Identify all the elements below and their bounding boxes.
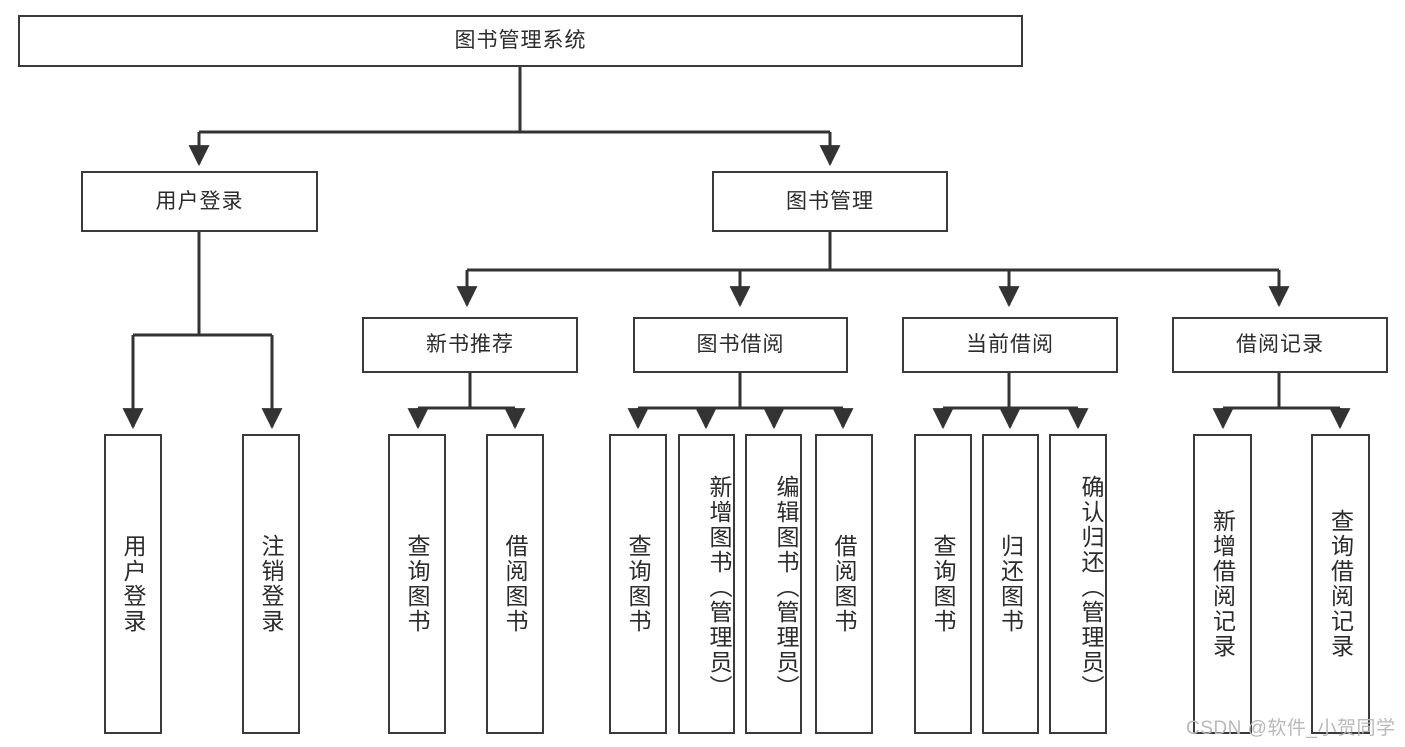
node-current-borrow[interactable]: 当前借阅 — [902, 317, 1118, 373]
csdn-watermark: CSDN @软件_小贺同学 — [1186, 718, 1396, 739]
node-leaf-confirm-return-admin-label: 确认归还（管理员） — [1078, 474, 1104, 700]
node-user-login[interactable]: 用户登录 — [81, 171, 318, 232]
node-leaf-user-login-label: 用户登录 — [120, 534, 147, 634]
node-book-management[interactable]: 图书管理 — [712, 171, 948, 232]
node-book-borrow[interactable]: 图书借阅 — [633, 317, 848, 373]
node-leaf-confirm-return-admin[interactable]: 确认归还（管理员） — [1049, 434, 1107, 734]
node-book-management-label: 图书管理 — [786, 189, 874, 213]
node-leaf-add-book-admin-label: 新增图书（管理员） — [706, 474, 732, 700]
node-leaf-query-book-borrow[interactable]: 查询图书 — [609, 434, 667, 734]
node-leaf-logout[interactable]: 注销登录 — [242, 434, 300, 734]
node-borrow-record-label: 借阅记录 — [1236, 333, 1324, 357]
node-root-label: 图书管理系统 — [454, 29, 587, 53]
node-leaf-query-borrow-record[interactable]: 查询借阅记录 — [1311, 434, 1370, 734]
node-book-borrow-label: 图书借阅 — [696, 333, 785, 357]
node-leaf-query-book-borrow-label: 查询图书 — [625, 534, 652, 634]
node-new-book-recommend-label: 新书推荐 — [426, 333, 514, 357]
node-leaf-user-login[interactable]: 用户登录 — [104, 434, 162, 734]
node-leaf-add-book-admin[interactable]: 新增图书（管理员） — [678, 434, 735, 734]
node-leaf-add-borrow-record[interactable]: 新增借阅记录 — [1193, 434, 1252, 734]
node-leaf-edit-book-admin-label: 编辑图书（管理员） — [773, 474, 799, 700]
node-leaf-logout-label: 注销登录 — [258, 534, 285, 634]
node-root-book-management-system[interactable]: 图书管理系统 — [18, 15, 1023, 67]
node-current-borrow-label: 当前借阅 — [966, 333, 1054, 357]
node-user-login-label: 用户登录 — [155, 189, 244, 213]
node-leaf-borrow-book-recommend-label: 借阅图书 — [502, 534, 529, 634]
node-leaf-query-book-recommend[interactable]: 查询图书 — [388, 434, 446, 734]
node-leaf-lend-book[interactable]: 借阅图书 — [815, 434, 873, 734]
node-leaf-edit-book-admin[interactable]: 编辑图书（管理员） — [745, 434, 802, 734]
node-borrow-record[interactable]: 借阅记录 — [1172, 317, 1388, 373]
node-leaf-query-borrow-record-label: 查询借阅记录 — [1327, 509, 1354, 659]
node-leaf-borrow-book-recommend[interactable]: 借阅图书 — [486, 434, 544, 734]
node-leaf-add-borrow-record-label: 新增借阅记录 — [1209, 509, 1236, 659]
node-leaf-return-book[interactable]: 归还图书 — [982, 434, 1039, 734]
node-leaf-query-book-current-label: 查询图书 — [930, 534, 957, 634]
node-leaf-query-book-recommend-label: 查询图书 — [404, 534, 431, 634]
node-leaf-query-book-current[interactable]: 查询图书 — [914, 434, 972, 734]
node-leaf-lend-book-label: 借阅图书 — [831, 534, 858, 634]
node-new-book-recommend[interactable]: 新书推荐 — [362, 317, 578, 373]
node-leaf-return-book-label: 归还图书 — [997, 534, 1024, 634]
